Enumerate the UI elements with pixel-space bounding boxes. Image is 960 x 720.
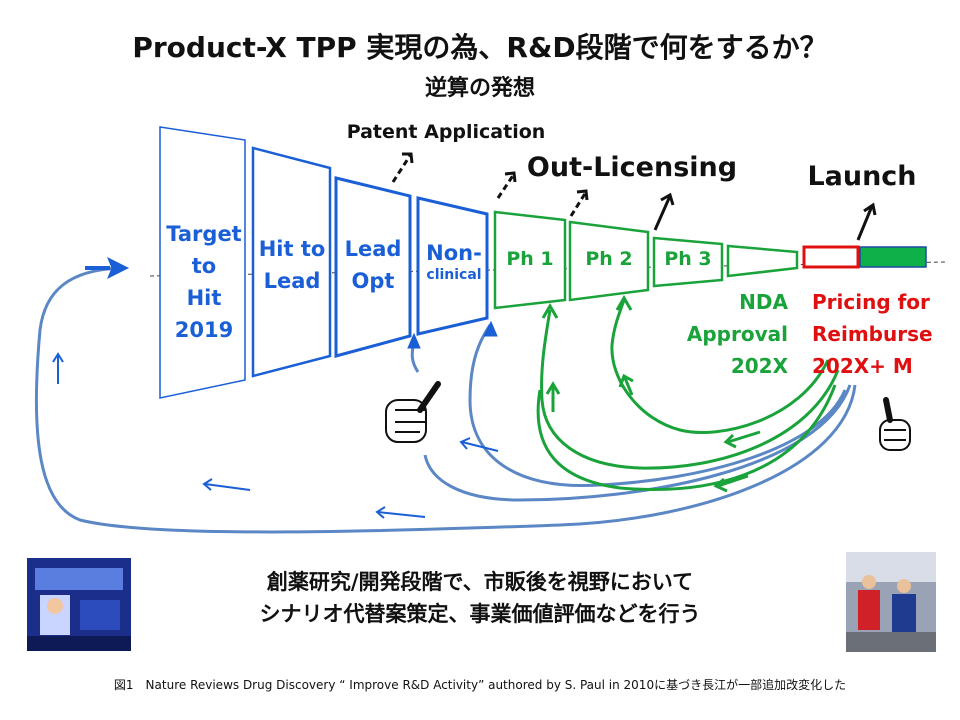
ol-arrow-1-line [496,173,516,199]
message-line-1: 創薬研究/開発段階で、市販後を視野において [266,570,694,594]
ol-arrow-2-head [576,189,589,201]
pointing-hand-icon-right [879,397,911,451]
ol-arrow-2-line [569,191,588,217]
stage-label-hit-to-lead: Hit to Lead [254,233,330,297]
stage-label-lead-opt: Lead Opt [337,233,409,297]
stage-non-clinical [416,196,489,336]
stage-label-line: Target [166,222,242,246]
patent-arrow-head [402,152,414,164]
pricing-line: Reimburse [812,322,933,346]
green-outer-curve [540,309,840,470]
stage-ph1 [493,210,567,310]
stage-label-line: Hit to [258,237,326,261]
out-licensing-label: Out-Licensing [526,152,738,183]
blue-arrowheads [85,256,498,349]
stage-lead-opt [334,176,412,358]
ph3-arrow-head [660,192,675,206]
launch-arrow-line [856,205,874,241]
stage-label-line: Hit [186,286,222,310]
green-second-curve [536,384,837,491]
stage-label-ph1: Ph 1 [506,248,554,270]
stage-ph3 [652,236,724,288]
nonclinical-arrowhead [407,332,421,349]
page-subtitle: 逆算の発想 [424,76,535,101]
stage-label-ph2: Ph 2 [585,248,633,270]
small-blue-arrows [52,352,499,519]
nda-approval-label: NDA Approval 202X [670,286,788,382]
stage-nda [726,244,799,278]
stage-label-line: Lead [344,237,402,261]
patent-arrow-line [391,153,413,183]
message-line-2: シナリオ代替案策定、事業価値評価などを行う [259,602,701,626]
ph3-arrow-line [653,195,672,231]
nda-line: NDA [739,290,788,314]
outer-feedback-curve [34,266,857,534]
inner-feedback-curve [468,324,847,488]
nda-line: Approval [686,322,788,346]
pointing-hand-icon-left [385,381,441,443]
pricing-line: 202X+ M [812,354,913,378]
stage-label-line: to [191,254,217,278]
pricing-line: Pricing for [812,290,930,314]
patent-application-label: Patent Application [346,121,546,143]
inner-arrowhead [483,320,498,337]
stage-ph2 [568,220,650,302]
stage-label-line: Lead [263,269,321,293]
stage-label-line: Non- [426,241,482,265]
figure-caption: 図1 Nature Reviews Drug Discovery “ Impro… [113,678,847,692]
green-arrowheads [541,295,761,493]
marathon-runners-photo [846,552,936,652]
lab-scientist-photo [27,558,131,651]
nda-line: 202X [730,354,788,378]
stage-label-ph3: Ph 3 [664,248,712,270]
pricing-box [802,245,860,269]
pricing-label: Pricing for Reimburse 202X+ M [812,286,940,382]
ol-arrow-1-head [504,171,517,183]
stage-label-line: 2019 [174,318,234,342]
page-title: Product-X TPP 実現の為、R&D段階で何をするか？ [132,31,828,64]
stage-target-to-hit [159,126,246,399]
launch-arrow-head [863,202,877,216]
stage-label-non-clinical: Non- clinical [420,240,488,284]
green-inner-curve [610,299,830,434]
green-feedback-curves [536,299,840,491]
stage-label-line: clinical [426,267,482,283]
launch-bar [859,246,927,268]
stage-hit-to-lead [251,146,332,378]
stage-label-target-to-hit: Target to Hit 2019 [165,218,243,346]
launch-label: Launch [807,161,917,192]
main-return-arrowhead [107,256,130,280]
stage-label-line: Opt [351,269,395,293]
